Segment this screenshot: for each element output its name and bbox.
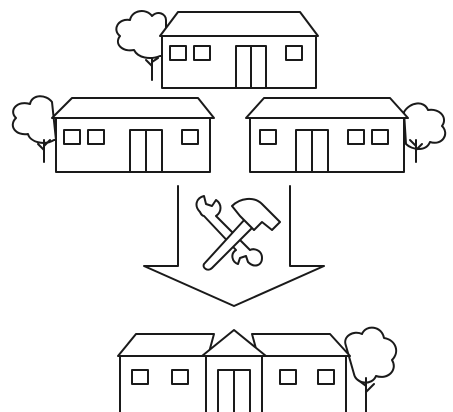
tree-icon [116, 11, 166, 80]
window [132, 370, 148, 384]
window [260, 130, 276, 144]
roof [160, 12, 318, 36]
roof-right [252, 334, 350, 356]
window [280, 370, 296, 384]
window [88, 130, 104, 144]
window [286, 46, 302, 60]
window [318, 370, 334, 384]
window [182, 130, 198, 144]
window [172, 370, 188, 384]
window [64, 130, 80, 144]
tree-icon [345, 328, 396, 412]
house-top [116, 11, 318, 88]
house-right [246, 98, 445, 172]
tree-icon [13, 96, 56, 162]
roof [246, 98, 408, 118]
window [194, 46, 210, 60]
combined-house [118, 328, 396, 412]
window [170, 46, 186, 60]
window [372, 130, 388, 144]
window [348, 130, 364, 144]
house-left [13, 96, 214, 172]
tree-icon [404, 103, 445, 162]
roof [52, 98, 214, 118]
roof-left [118, 334, 214, 356]
